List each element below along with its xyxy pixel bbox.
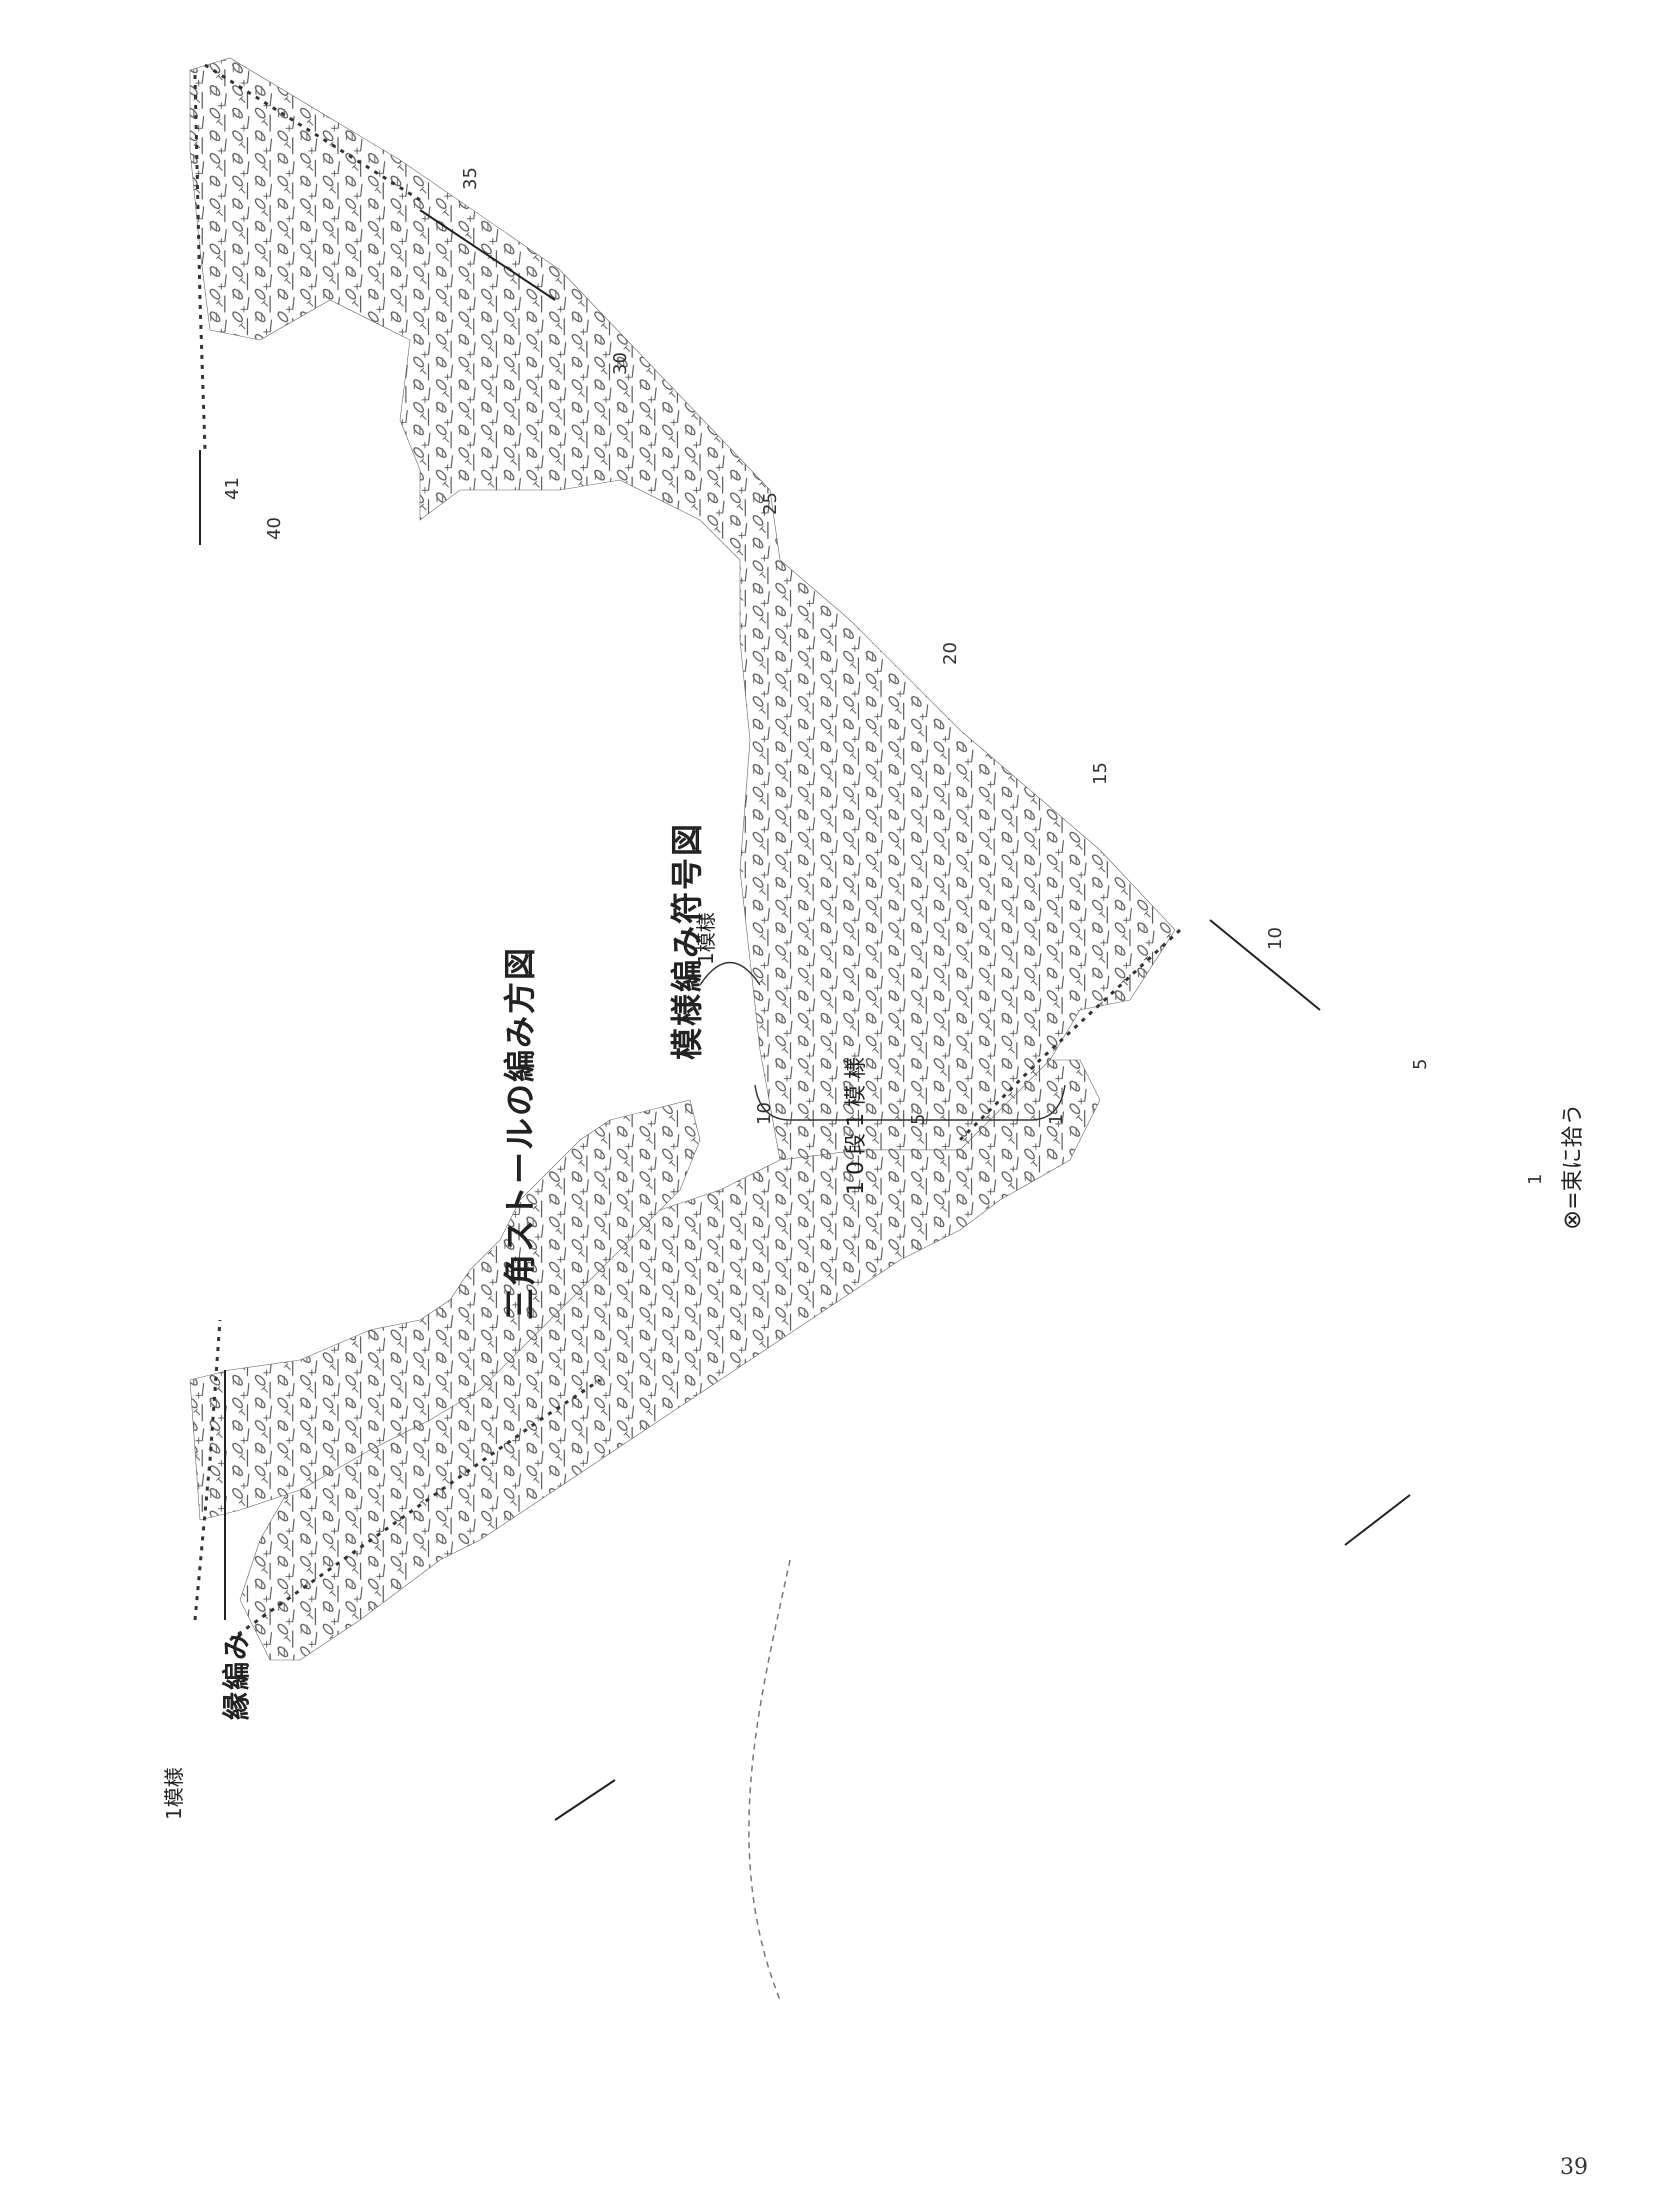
guide-line-35 — [419, 209, 556, 301]
lace-region-left — [189, 1099, 701, 1521]
bunch-legend: ⊗=束に拾う — [1555, 1103, 1587, 1230]
row-number-25: 25 — [760, 492, 781, 515]
row-number-40: 40 — [264, 517, 285, 540]
row-number-35: 35 — [460, 167, 481, 190]
dashed-connector — [748, 1559, 791, 2001]
row-number-10: 10 — [1265, 927, 1286, 950]
row-number-5: 5 — [1410, 1058, 1431, 1070]
lace-piece-bottom-right — [790, 1370, 1240, 1720]
row-number-1: 1 — [1525, 1173, 1546, 1185]
row-number-41: 41 — [222, 477, 243, 500]
lace-region-top — [189, 57, 1176, 1161]
guide-line-bottom — [1344, 1494, 1411, 1546]
edge-bottom-diagonal — [229, 1378, 601, 1642]
edging-title: 縁編み — [220, 1629, 253, 1720]
guide-line-10 — [1209, 919, 1321, 1011]
repeat-row-10: 10 — [754, 1102, 775, 1125]
bunch-legend-text: =束に拾う — [1561, 1103, 1586, 1210]
rows-per-repeat-label: 10段1模様 — [844, 1051, 869, 1195]
repeat-bracket — [754, 1084, 1066, 1121]
bunch-stitch-icon: ⊗ — [1558, 1209, 1586, 1230]
page-number: 39 — [1560, 2155, 1588, 2180]
row-number-15: 15 — [1090, 762, 1111, 785]
pattern-repeat-label-edging: 1模様 — [162, 1767, 186, 1820]
main-title: 三角ストールの編み方図 — [501, 945, 539, 1320]
guide-line-edging-diag — [554, 1779, 616, 1821]
pattern-repeat-label-top: 1模様 — [694, 912, 718, 965]
pattern-repeat-arc — [699, 961, 761, 986]
row-number-20: 20 — [940, 642, 961, 665]
edge-right-diagonal — [958, 928, 1182, 1142]
row-number-30: 30 — [610, 352, 631, 375]
repeat-row-5: 5 — [908, 1113, 929, 1125]
edge-lower-left — [193, 1319, 222, 1621]
repeat-row-1: 1 — [1046, 1113, 1067, 1125]
edge-top-diagonal — [204, 63, 421, 202]
